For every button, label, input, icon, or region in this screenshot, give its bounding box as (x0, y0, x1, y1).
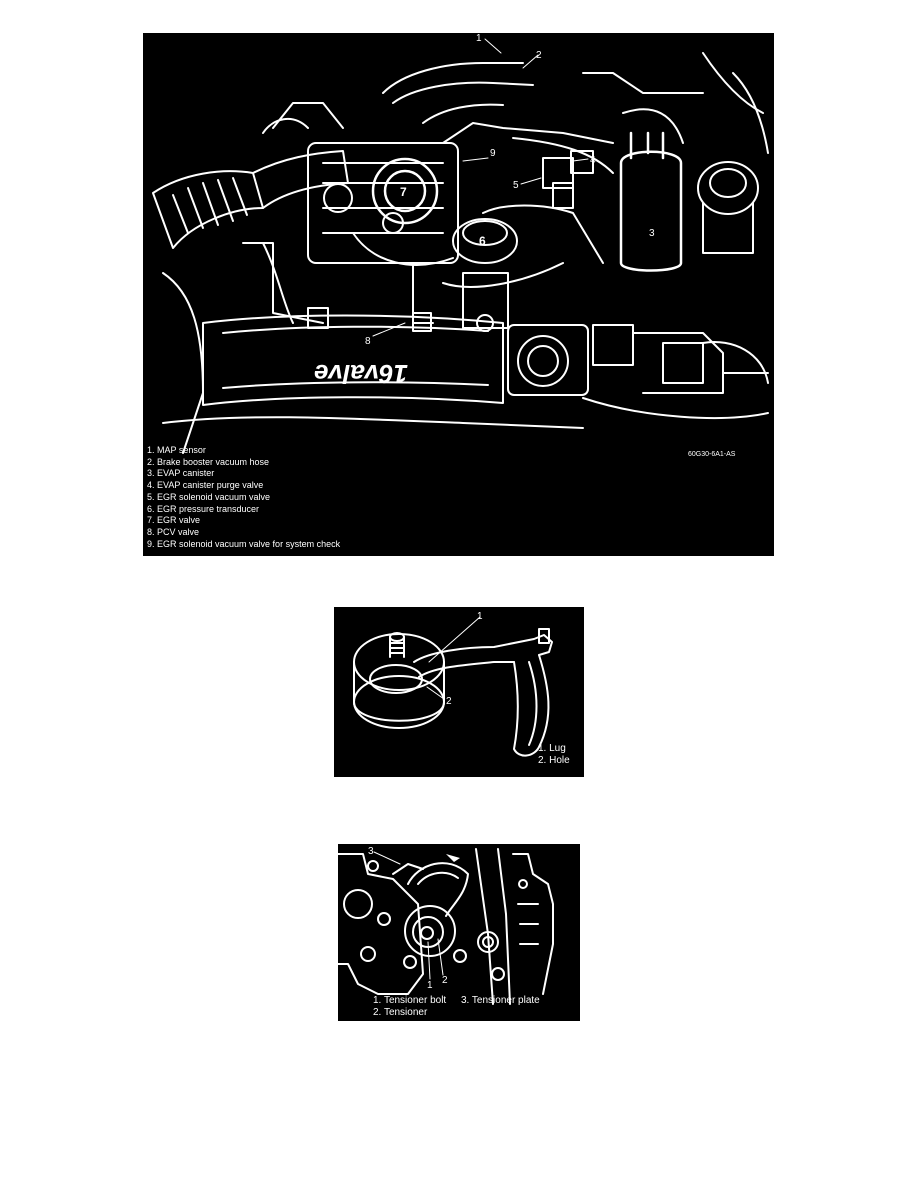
callout-6: 6 (479, 234, 486, 248)
tensioner-lug-figure: 1 2 1. Lug 2. Hole (334, 607, 584, 777)
callout-5: 5 (513, 180, 519, 191)
lug-legend: 1. Lug 2. Hole (538, 743, 570, 767)
callout-1: 1 (477, 611, 483, 622)
callout-4: 4 (590, 155, 596, 166)
tensioner-assembly-illustration: 3 1 2 (338, 846, 554, 1005)
legend-item: 4. EVAP canister purge valve (147, 480, 264, 491)
callout-3: 3 (368, 846, 374, 857)
tensioner-pulley-illustration: 1 2 (353, 611, 553, 757)
legend-item: 1. MAP sensor (147, 445, 206, 455)
legend-item: 3. Tensioner plate (460, 995, 540, 1006)
callout-1: 1 (427, 980, 433, 991)
engine-illustration: 16valve (152, 33, 769, 458)
legend-item: 9. EGR solenoid vacuum valve for system … (147, 538, 341, 549)
legend-item: 2. Brake booster vacuum hose (147, 456, 270, 467)
legend-item: 8. PCV valve (147, 526, 200, 537)
engine-valve-cover-text: 16valve (314, 359, 408, 389)
tensioner-legend: 1. Tensioner bolt 3. Tensioner plate 2. … (373, 995, 540, 1019)
engine-legend: 1. MAP sensor 2. Brake booster vacuum ho… (147, 445, 340, 550)
callout-9: 9 (490, 148, 496, 159)
callout-2: 2 (536, 50, 542, 61)
engine-compartment-figure: 16valve (143, 33, 774, 556)
legend-item: 5. EGR solenoid vacuum valve (147, 491, 271, 502)
tensioner-plate-figure: 3 1 2 1. Tensioner bolt 3. Tensioner pla… (338, 844, 580, 1021)
legend-item: 1. Tensioner bolt (373, 995, 447, 1006)
legend-item: 2. Hole (538, 755, 570, 766)
legend-item: 2. Tensioner (373, 1007, 428, 1018)
legend-item: 1. Lug (538, 743, 566, 754)
callout-8: 8 (365, 336, 371, 347)
legend-item: 7. EGR valve (147, 515, 201, 526)
callout-1: 1 (476, 33, 482, 44)
legend-item: 3. EVAP canister (147, 468, 215, 479)
legend-item: 6. EGR pressure transducer (147, 503, 260, 514)
callout-3: 3 (649, 228, 655, 239)
figure-code: 60G30-6A1-AS (688, 451, 736, 458)
callout-7: 7 (400, 185, 407, 199)
callout-2: 2 (442, 975, 448, 986)
callout-2: 2 (446, 696, 452, 707)
